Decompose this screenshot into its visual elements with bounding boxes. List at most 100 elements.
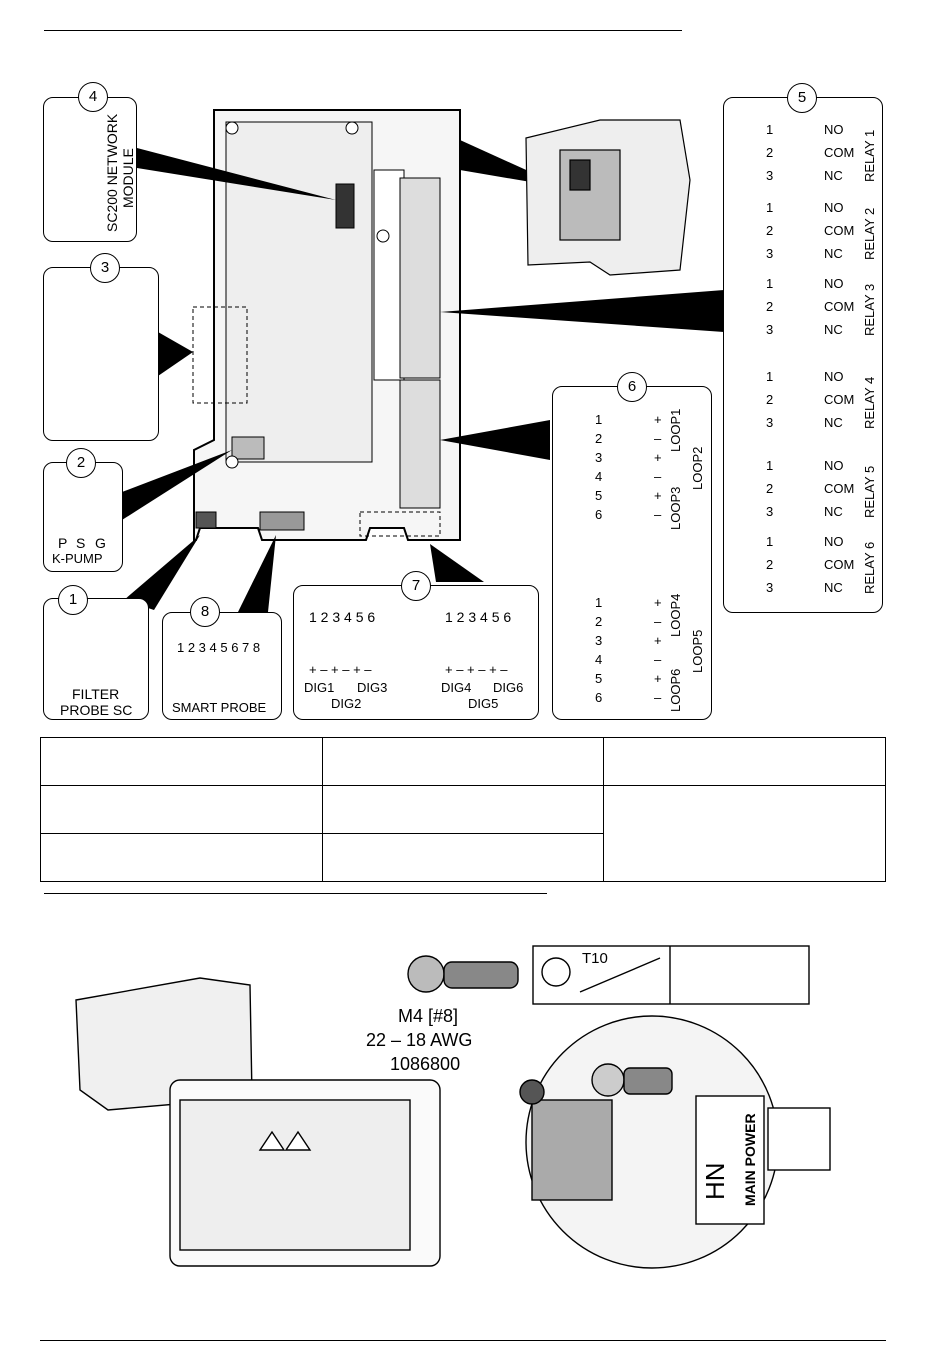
k-pump-pin-s: S	[76, 535, 86, 551]
loop3-label: LOOP3	[668, 486, 683, 530]
relay-contact-label: NC	[824, 415, 843, 430]
dig-right-polarity: + – + – + –	[445, 662, 508, 677]
hn-label: HN	[700, 1162, 730, 1200]
callout-box-8	[162, 612, 282, 720]
callout-badge-1: 1	[58, 585, 88, 615]
legend-table	[40, 737, 886, 882]
relay-pin: 1	[766, 200, 774, 215]
relay-contact-label: NO	[824, 122, 844, 137]
filter-probe-label-1: FILTER	[72, 686, 120, 702]
relay-pin: 2	[766, 145, 774, 160]
table-cell	[40, 785, 323, 834]
loop4-label: LOOP4	[668, 593, 683, 637]
loop-pin: 3	[595, 633, 603, 648]
relay-name: RELAY 3	[862, 283, 877, 336]
k-pump-pin-g: G	[95, 535, 106, 551]
relay-name: RELAY 4	[862, 376, 877, 429]
callout-box-4	[43, 97, 137, 242]
callout-box-6	[552, 386, 712, 720]
dig4-label: DIG4	[441, 680, 472, 695]
k-pump-pin-p: P	[58, 535, 68, 551]
callout-box-5	[723, 97, 883, 613]
table-cell	[321, 737, 605, 786]
relay-pin: 1	[766, 458, 774, 473]
loop-pin: 5	[595, 671, 603, 686]
relay-contact-label: COM	[824, 299, 855, 314]
table-cell	[40, 833, 323, 882]
relay-pin: 3	[766, 246, 774, 261]
callout-box-7	[293, 585, 539, 720]
dig-right-pins: 1 2 3 4 5 6	[445, 609, 512, 625]
callout-badge-3: 3	[90, 253, 120, 283]
loop5-label: LOOP5	[690, 629, 705, 673]
callout-box-1	[43, 598, 149, 720]
loop-pin: 1	[595, 412, 603, 427]
loop-polarity: +	[654, 412, 662, 427]
top-rule	[44, 30, 682, 31]
torx-label: T10	[582, 950, 608, 967]
dig6-label: DIG6	[493, 680, 524, 695]
loop-polarity: –	[654, 469, 662, 484]
relay-contact-label: COM	[824, 557, 855, 572]
relay-name: RELAY 5	[862, 465, 877, 518]
callout-badge-2: 2	[66, 448, 96, 478]
dig2-label: DIG2	[331, 696, 362, 711]
callout-badge-7: 7	[401, 571, 431, 601]
ring-terminal-size: M4 [#8]	[398, 1006, 459, 1026]
callout-box-3	[43, 267, 159, 441]
relay-pin: 2	[766, 481, 774, 496]
relay-contact-label: NO	[824, 276, 844, 291]
relay-contact-label: COM	[824, 145, 855, 160]
relay-pin: 1	[766, 369, 774, 384]
loop-pin: 4	[595, 469, 603, 484]
relay-pin: 1	[766, 534, 774, 549]
relay-contact-label: NC	[824, 246, 843, 261]
relay-pin: 1	[766, 276, 774, 291]
relay-pin: 3	[766, 415, 774, 430]
loop-polarity: –	[654, 690, 662, 705]
relay-contact-label: NO	[824, 200, 844, 215]
loop-polarity: –	[654, 507, 662, 522]
loop2-label: LOOP2	[690, 446, 705, 490]
middle-rule	[44, 893, 547, 894]
relay-contact-label: COM	[824, 481, 855, 496]
smart-probe-pins: 1 2 3 4 5 6 7 8	[176, 640, 262, 655]
table-cell	[321, 785, 605, 834]
callout-badge-6: 6	[617, 372, 647, 402]
loop-polarity: –	[654, 614, 662, 629]
filter-probe-label-2: PROBE SC	[60, 702, 133, 718]
table-cell	[603, 737, 886, 786]
relay-contact-label: NC	[824, 322, 843, 337]
loop-polarity: +	[654, 671, 662, 686]
table-cell	[603, 785, 886, 882]
loop-polarity: –	[654, 431, 662, 446]
loop-pin: 3	[595, 450, 603, 465]
loop-polarity: –	[654, 652, 662, 667]
loop-polarity: +	[654, 595, 662, 610]
relay-contact-label: NC	[824, 168, 843, 183]
relay-contact-label: NO	[824, 458, 844, 473]
dig1-label: DIG1	[304, 680, 335, 695]
network-module-label-2: MODULE	[120, 148, 136, 208]
enclosure-sketch	[525, 119, 691, 276]
loop-pin: 2	[595, 614, 603, 629]
loop-pin: 6	[595, 507, 603, 522]
dig5-label: DIG5	[468, 696, 499, 711]
loop-pin: 1	[595, 595, 603, 610]
k-pump-label: K-PUMP	[52, 551, 103, 566]
relay-pin: 3	[766, 504, 774, 519]
wire-gauge: 22 – 18 AWG	[366, 1030, 473, 1050]
main-power-label: MAIN POWER	[742, 1113, 758, 1206]
pointer-wedges	[122, 140, 724, 612]
loop-polarity: +	[654, 488, 662, 503]
dig-left-pins: 1 2 3 4 5 6	[309, 609, 376, 625]
main-board	[192, 109, 461, 541]
smart-probe-label: SMART PROBE	[172, 700, 267, 715]
dig3-label: DIG3	[357, 680, 388, 695]
relay-pin: 3	[766, 580, 774, 595]
loop-pin: 5	[595, 488, 603, 503]
loop-polarity: +	[654, 633, 662, 648]
relay-pin: 3	[766, 322, 774, 337]
relay-pin: 3	[766, 168, 774, 183]
callout-badge-4: 4	[78, 82, 108, 112]
